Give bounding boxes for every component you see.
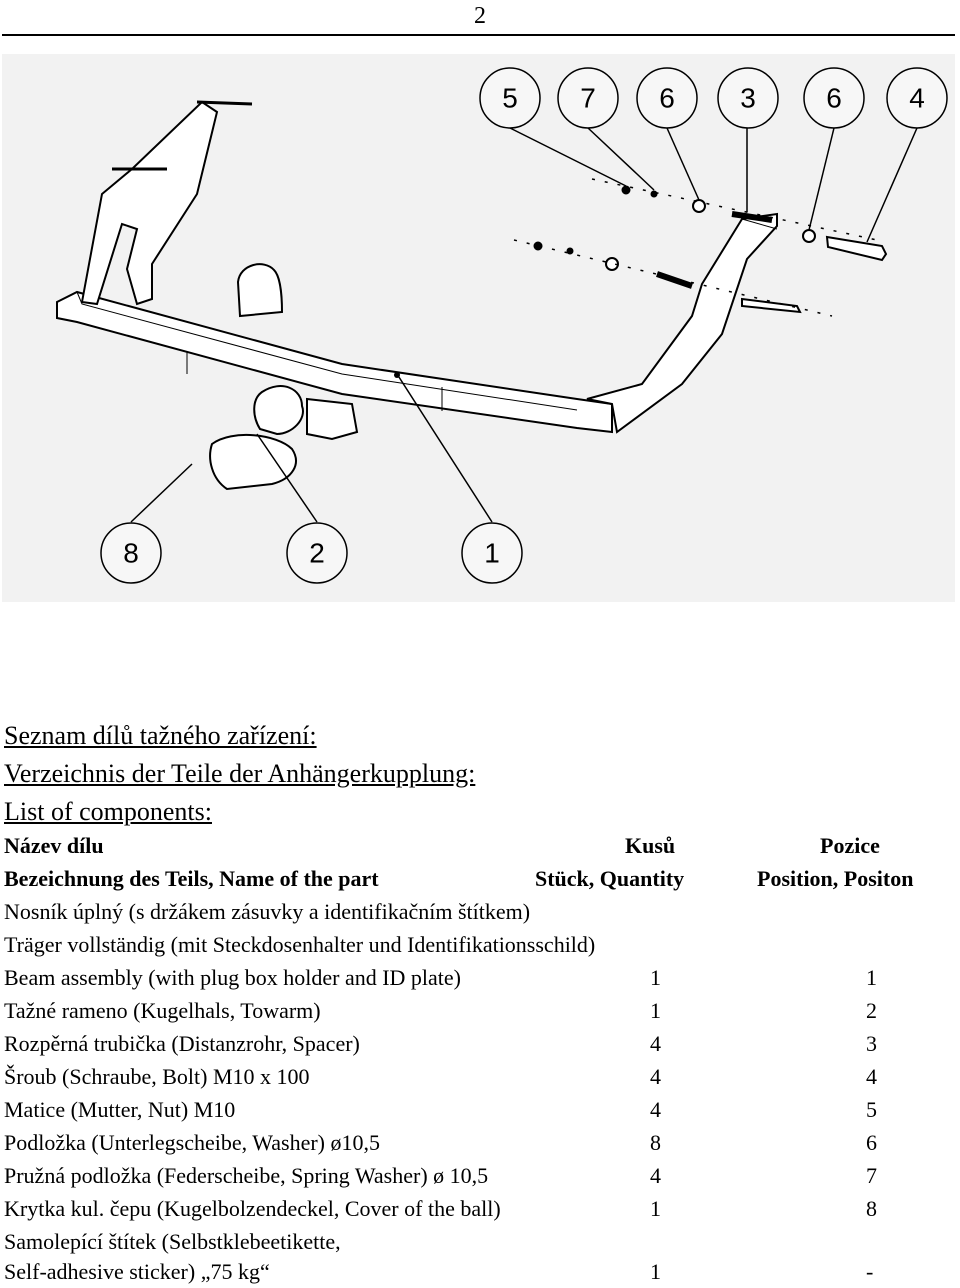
callout-label: 4	[909, 83, 925, 114]
part-name: Šroub (Schraube, Bolt) M10 x 100	[4, 1064, 310, 1089]
callout-labels: 5 7 6 3 6 4 8 2 1	[123, 83, 925, 569]
part-pos: 5	[866, 1097, 877, 1122]
table-row: Rozpěrná trubička (Distanzrohr, Spacer) …	[0, 1028, 960, 1060]
part-pos: 7	[866, 1163, 877, 1188]
part-pos: 1	[866, 965, 877, 990]
header-qty: Kusů	[625, 833, 676, 858]
part-name: Beam assembly (with plug box holder and …	[4, 965, 462, 990]
part-name: Pružná podložka (Federscheibe, Spring Wa…	[4, 1163, 489, 1188]
leader-lines	[130, 127, 918, 523]
header-qty: Stück, Quantity	[535, 866, 685, 891]
callout-1	[461, 522, 523, 584]
callout-7	[557, 67, 619, 129]
part-qty: 4	[650, 1163, 661, 1188]
heading-english: List of components:	[4, 797, 212, 826]
part-pos: 8	[866, 1196, 877, 1221]
table-row: Beam assembly (with plug box holder and …	[0, 962, 960, 994]
part-qty: 1	[650, 1259, 661, 1284]
callouts	[100, 67, 948, 584]
callout-5	[479, 67, 541, 129]
header-rule	[2, 34, 955, 36]
callout-2	[286, 522, 348, 584]
callout-6b	[803, 67, 865, 129]
heading-german: Verzeichnis der Teile der Anhängerkupplu…	[4, 759, 476, 788]
callout-label: 1	[484, 538, 500, 569]
part-qty: 1	[650, 998, 661, 1023]
table-header-row: Název dílu Kusů Pozice	[0, 830, 960, 862]
header-pos: Position, Positon	[757, 866, 914, 891]
part-name: Self-adhesive sticker) „75 kg“	[4, 1259, 270, 1284]
table-row: Pružná podložka (Federscheibe, Spring Wa…	[0, 1160, 960, 1192]
callout-label: 6	[826, 83, 842, 114]
part-name: Tažné rameno (Kugelhals, Towarm)	[4, 998, 321, 1023]
table-row: Matice (Mutter, Nut) M10 4 5	[0, 1094, 960, 1126]
page-number: 2	[474, 3, 486, 29]
part-qty: 4	[650, 1097, 661, 1122]
table-row: Self-adhesive sticker) „75 kg“ 1 -	[0, 1256, 960, 1288]
part-pos: 6	[866, 1130, 877, 1155]
table-row: Krytka kul. čepu (Kugelbolzendeckel, Cov…	[0, 1193, 960, 1225]
part-qty: 4	[650, 1064, 661, 1089]
table-row: Šroub (Schraube, Bolt) M10 x 100 4 4	[0, 1061, 960, 1093]
callout-label: 6	[659, 83, 675, 114]
beam-drawing	[56, 100, 778, 491]
table-row: Nosník úplný (s držákem zásuvky a identi…	[0, 896, 960, 928]
header-name: Název dílu	[4, 833, 104, 858]
part-pos: 3	[866, 1031, 877, 1056]
part-name: Rozpěrná trubička (Distanzrohr, Spacer)	[4, 1031, 360, 1056]
table-row: Samolepící štítek (Selbstklebeetikette,	[0, 1226, 960, 1258]
hardware-drawing	[533, 185, 888, 314]
part-qty: 1	[650, 1196, 661, 1221]
heading-czech: Seznam dílů tažného zařízení:	[4, 721, 317, 750]
callout-label: 7	[580, 83, 596, 114]
part-pos: 4	[866, 1064, 877, 1089]
callout-4	[886, 67, 948, 129]
part-name: Krytka kul. čepu (Kugelbolzendeckel, Cov…	[4, 1196, 501, 1221]
part-name: Podložka (Unterlegscheibe, Washer) ø10,5	[4, 1130, 380, 1155]
part-qty: 8	[650, 1130, 661, 1155]
table-row: Tažné rameno (Kugelhals, Towarm) 1 2	[0, 995, 960, 1027]
part-qty: 1	[650, 965, 661, 990]
part-name: Träger vollständig (mit Steckdosenhalter…	[4, 932, 596, 957]
part-name: Samolepící štítek (Selbstklebeetikette,	[4, 1229, 341, 1254]
callout-6a	[636, 67, 698, 129]
callout-8	[100, 522, 162, 584]
callout-3	[717, 67, 779, 129]
exploded-diagram: 5 7 6 3 6 4 8 2 1	[2, 54, 955, 602]
part-pos: -	[866, 1259, 874, 1284]
table-row: Träger vollständig (mit Steckdosenhalter…	[0, 929, 960, 961]
part-pos: 2	[866, 998, 877, 1023]
callout-label: 8	[123, 538, 139, 569]
part-qty: 4	[650, 1031, 661, 1056]
callout-label: 5	[502, 83, 518, 114]
table-row: Podložka (Unterlegscheibe, Washer) ø10,5…	[0, 1127, 960, 1159]
part-name: Nosník úplný (s držákem zásuvky a identi…	[4, 899, 531, 924]
table-header-row: Bezeichnung des Teils, Name of the part …	[0, 863, 960, 895]
callout-label: 3	[740, 83, 756, 114]
header-name: Bezeichnung des Teils, Name of the part	[4, 866, 379, 891]
callout-label: 2	[309, 538, 325, 569]
header-pos: Pozice	[820, 833, 880, 858]
part-name: Matice (Mutter, Nut) M10	[4, 1097, 236, 1122]
